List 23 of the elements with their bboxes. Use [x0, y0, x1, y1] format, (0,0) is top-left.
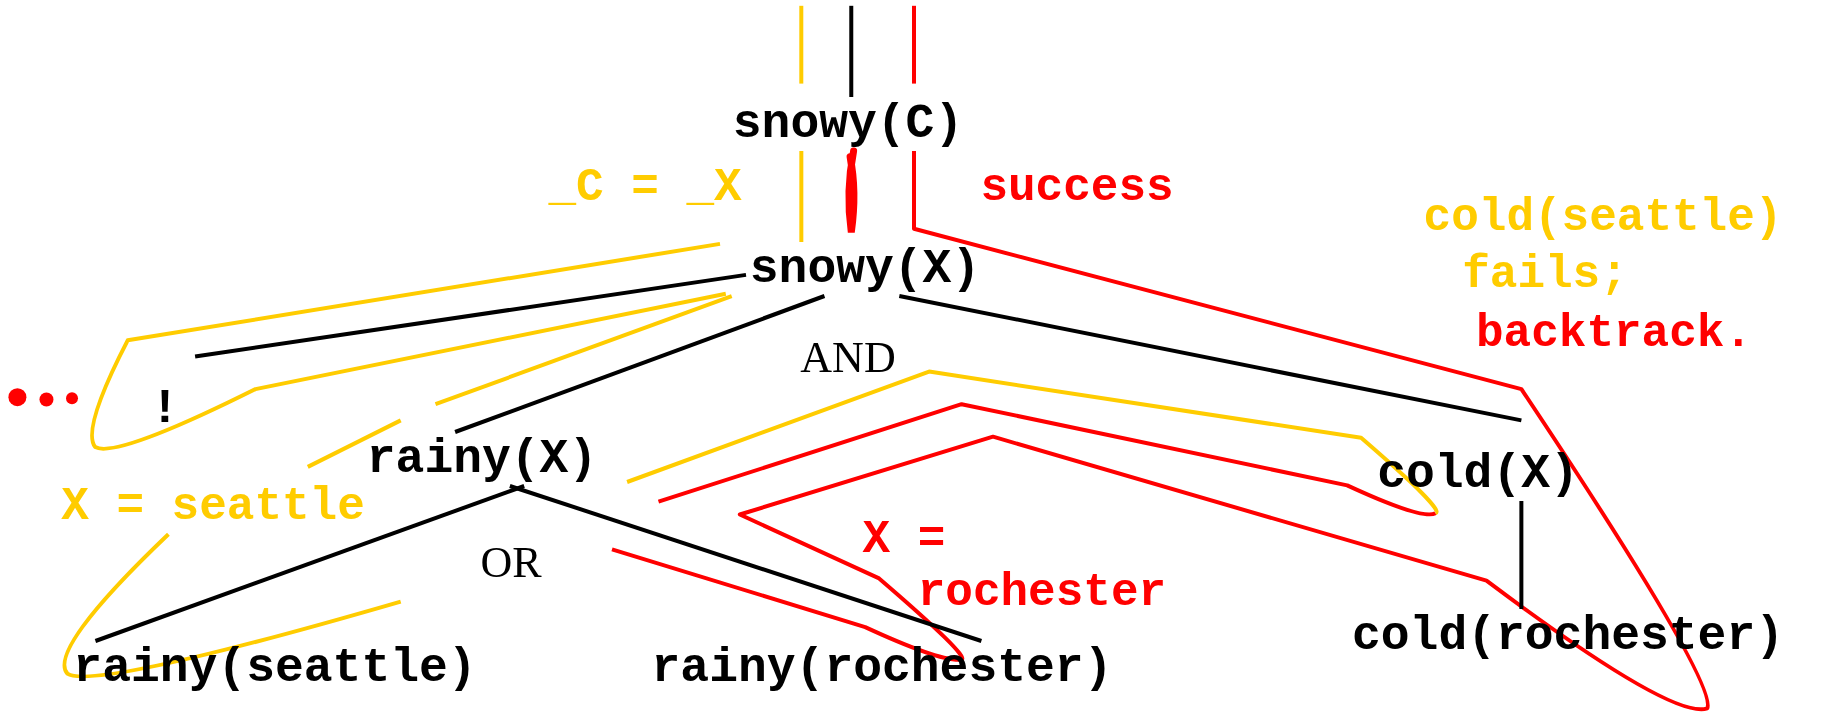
goal-text: snowy(C)	[732, 100, 964, 148]
annotation-text: cold(seattle)	[1423, 191, 1783, 245]
goal-text: rainy(seattle)	[73, 644, 477, 692]
annotation-text: success	[980, 161, 1174, 215]
tree-branch-line	[94, 484, 525, 643]
tree-branch-line	[454, 294, 826, 434]
goal-text: rainy(rochester)	[651, 644, 1113, 692]
connective-label: OR	[480, 537, 542, 589]
tree-branch-line	[849, 5, 854, 97]
tree-branch-line	[898, 294, 1522, 423]
connective-label: AND	[800, 332, 896, 384]
goal-text: rainy(X)	[366, 435, 598, 483]
tree-branch-line	[509, 484, 983, 643]
annotation-text: X = seattle	[61, 480, 365, 534]
annotation-text: backtrack.	[1476, 307, 1752, 361]
tree-branch-line	[1519, 501, 1524, 609]
annotation-text: fails;	[1462, 248, 1628, 302]
annotation-text: _C = _X	[548, 161, 742, 215]
goal-text: snowy(X)	[749, 245, 981, 293]
annotation-text: X = rochester	[862, 514, 1168, 620]
tree-branch-line	[194, 272, 747, 359]
tree-branch-line	[799, 151, 804, 242]
goal-text: !	[150, 385, 180, 433]
